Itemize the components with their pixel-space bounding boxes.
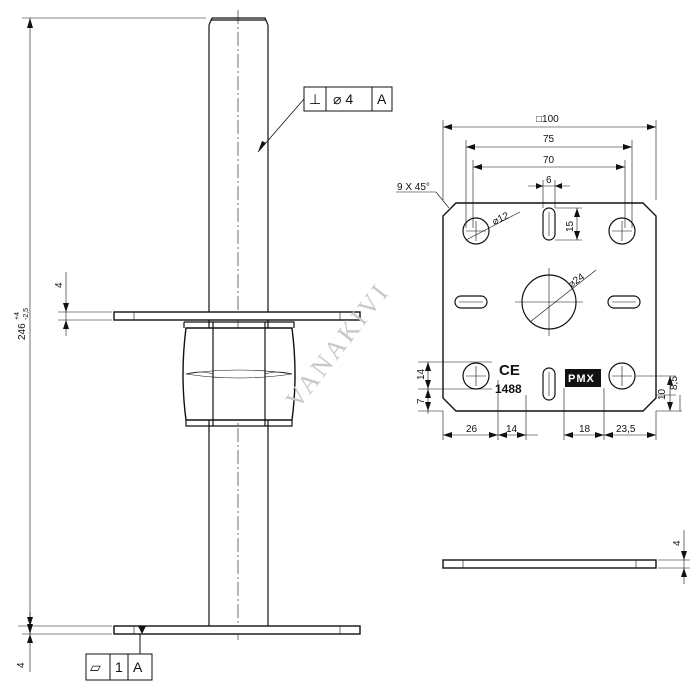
- perpendicularity-frame: [257, 86, 393, 153]
- dim-26: 26: [466, 424, 478, 435]
- marking-number: 1488: [495, 382, 522, 396]
- ce-mark: CE: [499, 362, 520, 379]
- dimension-right-vertical: [636, 375, 682, 412]
- perpendicularity-datum: A: [377, 91, 387, 107]
- slots: [454, 207, 641, 401]
- dimension-bottom-right: [563, 388, 657, 440]
- dim-23-5: 23,5: [616, 424, 636, 435]
- dim-slot-length: 15: [565, 220, 576, 232]
- chamfer-label: 9 X 45°: [397, 182, 430, 193]
- hex-nut: [182, 321, 296, 427]
- dim-edge-thickness: 4: [672, 540, 683, 546]
- dim-slot-width: 6: [546, 175, 552, 186]
- edge-view: [442, 530, 690, 584]
- dimension-overall-width: [442, 120, 657, 200]
- flatness-datum: A: [133, 659, 143, 675]
- top-plate: [113, 311, 361, 321]
- watermark: VANAKIVI: [280, 277, 396, 414]
- dim-8-5-vertical: 8,5: [669, 376, 680, 390]
- perpendicularity-symbol: ⊥: [309, 91, 321, 107]
- edge-plate: [442, 559, 657, 569]
- dim-length-tol-lower: -2,5: [23, 308, 30, 320]
- dimension-total-length: [22, 17, 206, 635]
- pmx-logo: PMX: [568, 373, 595, 385]
- dimension-slot-length: [555, 207, 582, 241]
- chamfer-leader: [396, 191, 450, 209]
- hole-diameter-leader: [465, 211, 521, 241]
- side-view: 246 +4 -2,5 4 4 ⊥ ⌀ 4 A: [14, 10, 393, 681]
- base-plate-outline: [442, 202, 657, 412]
- pmx-logo-box: [565, 369, 601, 387]
- dim-75-value: 75: [543, 134, 555, 145]
- dim-top-thickness: 4: [54, 282, 65, 288]
- dim-hole-diameter: ⌀12: [491, 210, 512, 227]
- dimension-hole-spacing-75: [465, 140, 633, 228]
- threaded-rod: [208, 17, 269, 626]
- dim-bottom-thickness: 4: [16, 662, 27, 668]
- dimension-bottom-left: [442, 380, 538, 440]
- dim-overall-value: □100: [536, 114, 559, 125]
- dim-center-hole-diameter: ⌀24: [566, 271, 587, 290]
- top-view: CE 1488 PMX □100 75 70: [396, 114, 682, 440]
- dim-7-vertical: 7: [416, 398, 427, 404]
- flatness-frame: [85, 634, 153, 681]
- dim-10-vertical: 10: [657, 388, 668, 400]
- dim-70-value: 70: [543, 155, 555, 166]
- dimension-bottom-plate-thickness: [18, 612, 112, 672]
- dim-14-bottom: 14: [506, 424, 518, 435]
- perpendicularity-tolerance: ⌀ 4: [333, 91, 353, 107]
- datum-a-marker: [138, 626, 146, 634]
- flatness-symbol: ▱: [90, 659, 101, 675]
- dimension-hole-spacing-70: [472, 160, 626, 228]
- center-hole-leader: [529, 269, 597, 323]
- dimension-top-plate-thickness: [58, 272, 112, 336]
- dim-18: 18: [579, 424, 591, 435]
- dimension-left-vertical: [418, 361, 492, 414]
- dim-length-tol-upper: +4: [14, 312, 21, 320]
- dimension-slot-width: [528, 180, 570, 208]
- flatness-tolerance: 1: [115, 659, 123, 675]
- dim-length-value: 246: [17, 323, 28, 340]
- bottom-plate: [113, 625, 361, 635]
- dim-14-vertical: 14: [416, 368, 427, 380]
